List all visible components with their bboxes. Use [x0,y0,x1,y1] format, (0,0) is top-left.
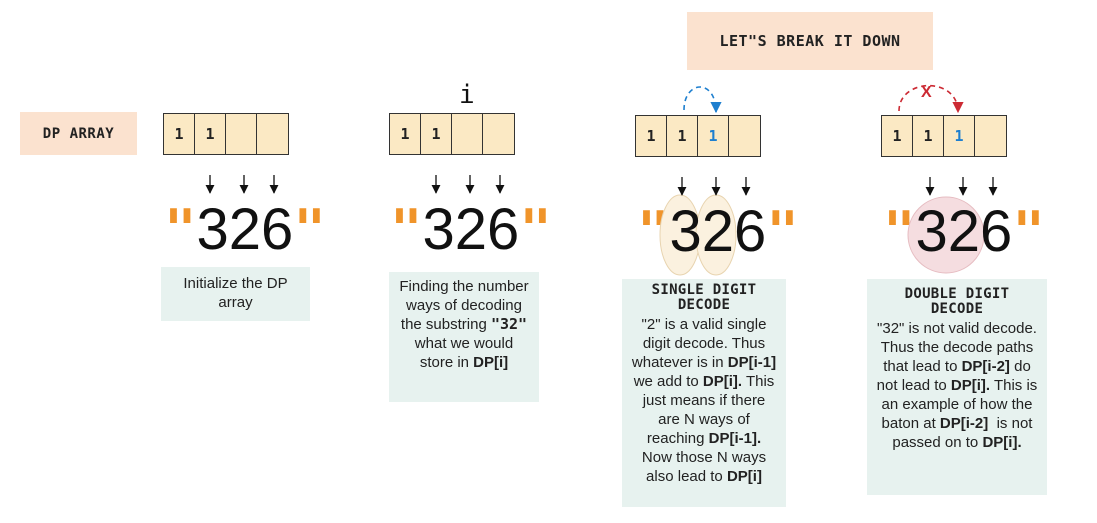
dp-cell: 1 [195,114,226,154]
title-banner: LET"S BREAK IT DOWN [687,12,933,70]
open-quote: " [164,198,197,261]
note-panel-4: DOUBLE DIGIT DECODE "32" is not valid de… [867,279,1047,495]
digit: 3 [915,199,948,264]
digit: 2 [701,199,735,264]
note-panel-3: SINGLE DIGIT DECODE "2" is a valid singl… [622,279,786,507]
dp-array-label-text: DP ARRAY [42,125,115,142]
dp-cell-highlighted: 1 [944,116,975,156]
note-panel-2: Finding the number ways of decoding the … [389,272,539,402]
open-quote: " [390,198,423,261]
digit: 6 [487,197,520,262]
dp-array-panel-3: 1 1 1 [635,115,761,157]
index-label: i [459,80,475,110]
single-decode-arrow [683,86,722,114]
close-quote: " [766,200,799,263]
note-heading: SINGLE DIGIT DECODE [651,282,757,313]
close-quote: " [519,198,552,261]
dp-cell: 1 [913,116,944,156]
digit: 2 [228,197,262,262]
dp-cell [452,114,483,154]
dp-array-label: DP ARRAY [20,112,137,155]
digit: 3 [669,199,702,264]
digit: 6 [734,199,767,264]
note-panel-1: Initialize the DP array [161,267,310,321]
digit: 6 [261,197,294,262]
dp-cell: 1 [667,116,698,156]
digit: 3 [196,197,229,262]
note-text: "2" is a valid single digit decode. Thus… [631,316,777,485]
digit: 3 [422,197,455,262]
dp-cell-highlighted: 1 [698,116,729,156]
cross-mark: X [921,84,932,101]
close-quote: " [1012,200,1045,263]
dp-cell [226,114,257,154]
note-heading: DOUBLE DIGIT DECODE [904,286,1010,317]
dp-cell: 1 [421,114,452,154]
dp-array-panel-4: 1 1 1 [881,115,1007,157]
digit: 2 [947,199,981,264]
dp-cell: 1 [882,116,913,156]
digit: 2 [454,197,488,262]
dp-cell: 1 [164,114,195,154]
dp-cell: 1 [636,116,667,156]
digit: 6 [980,199,1013,264]
double-decode-arrow [898,84,964,114]
title-text: LET"S BREAK IT DOWN [719,32,901,50]
note-text: Initialize the DP array [183,275,288,311]
double-decode-highlight [907,196,985,274]
dp-array-panel-1: 1 1 [163,113,289,155]
note-text: "32" is not valid decode. Thus the decod… [876,320,1038,451]
close-quote: " [293,198,326,261]
dp-array-panel-2: 1 1 [389,113,515,155]
note-text: Finding the number ways of decoding the … [399,278,529,371]
dp-cell: 1 [390,114,421,154]
